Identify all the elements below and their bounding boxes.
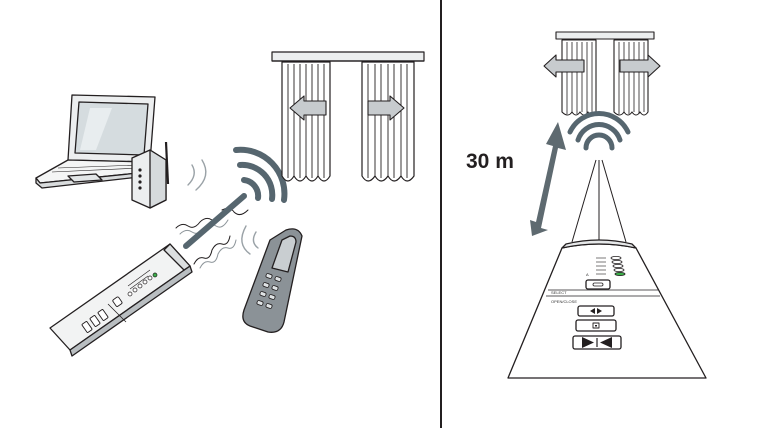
right-panel: 30 m SELECT OPEN/CLOSE [466,31,707,379]
laptop-icon [35,94,156,189]
led-active [614,271,626,276]
led-indicators [610,255,625,272]
phone-signal-icon [241,225,259,255]
led-scale-label: A [586,272,589,277]
left-panel [35,51,425,357]
remote-control-icon [49,243,193,357]
curtain-icon [271,51,425,182]
wifi-router-icon [131,141,170,209]
open-arrow-icon [543,54,661,78]
open-close-button [577,305,615,317]
open-close-label: OPEN/CLOSE [551,299,577,304]
wireless-signal-icon [183,146,288,249]
interference-lines [175,207,249,269]
router-signal-icon [187,159,207,191]
open-arrow-icon [289,95,405,121]
cordless-phone-icon [242,228,303,333]
select-label: SELECT [551,290,567,295]
signal-beam-lines [571,159,627,243]
select-button [585,279,611,290]
curtain-icon [543,31,661,116]
remote-control-icon: SELECT OPEN/CLOSE A [507,239,707,379]
wireless-signal-icon [567,111,631,151]
distance-arrow-icon [530,122,566,236]
distance-label: 30 m [466,150,514,173]
